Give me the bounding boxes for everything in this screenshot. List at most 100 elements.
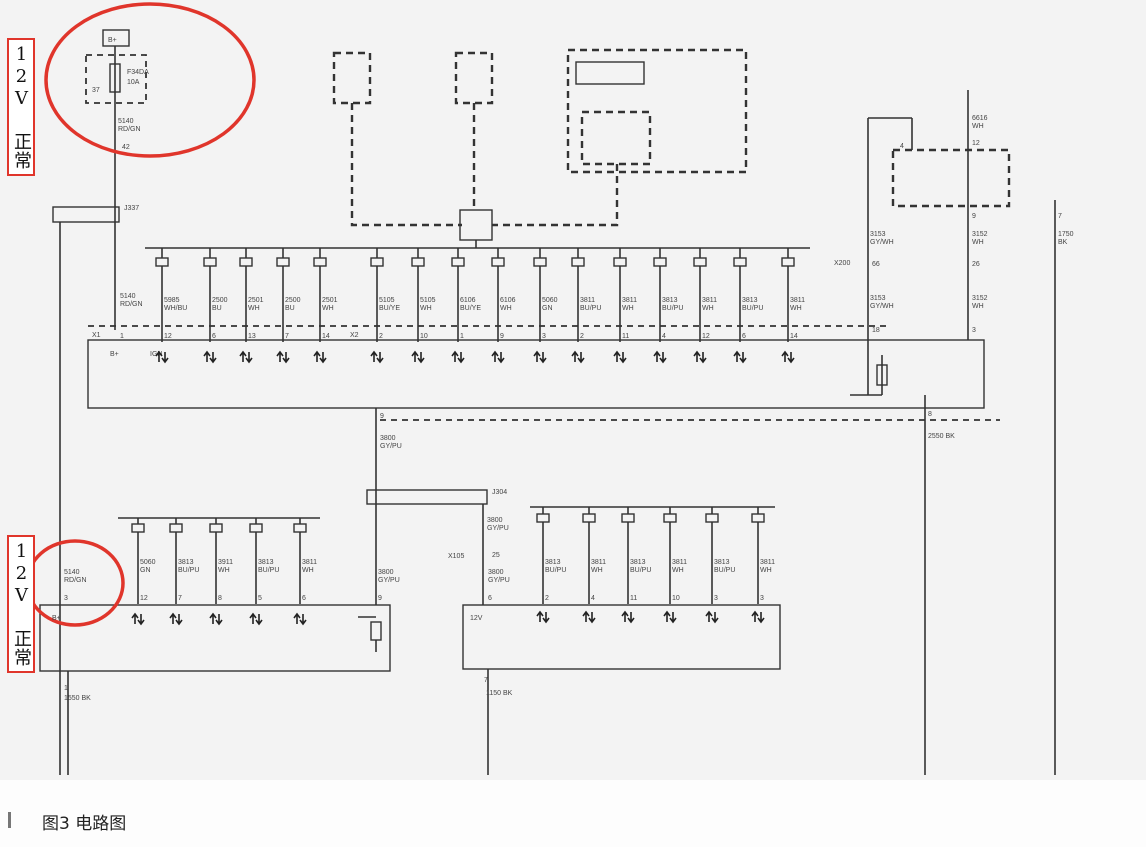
main-wire-pin-4: 7 (285, 333, 289, 340)
main-arrow-icon-1 (155, 350, 169, 364)
main-wire-num-8: 6106 (460, 297, 476, 304)
left-ground-pin: 1 (64, 685, 68, 692)
main-wire-color-1: WH/BU (164, 305, 187, 312)
main-connector-9 (491, 257, 505, 267)
main-arrow-icon-8 (451, 350, 465, 364)
right-wire-pin-4: 10 (672, 595, 680, 602)
main-bottom-pin: 9 (380, 413, 384, 420)
fuse-rating: 10A (127, 79, 140, 86)
tr-pin-a: 4 (900, 143, 904, 150)
right-wire-color-5: BU/PU (714, 567, 735, 574)
top-unit-2 (454, 51, 494, 105)
main-wire-num-15: 3813 (742, 297, 758, 304)
main-wire-num-0: 5140 (120, 293, 136, 300)
right-wire-pin-1: 2 (545, 595, 549, 602)
right-top-wire-num: 3800 (487, 517, 503, 524)
left-wire-color-0: RD/GN (64, 577, 87, 584)
tr-wire-3-color: GY/WH (870, 239, 894, 246)
main-connector-2 (203, 257, 217, 267)
main-wire-num-13: 3813 (662, 297, 678, 304)
schematic-drawing: B+ F34DA 10A 37 5140 RD/GN 42 J337 X200 … (25, 2, 1074, 775)
main-wire-num-4: 2500 (285, 297, 301, 304)
main-wire-color-6: BU/YE (379, 305, 400, 312)
left-arrow-icon-3 (209, 612, 223, 626)
right-wire-color-4: WH (672, 567, 684, 574)
right-wire-pin-0: 6 (488, 595, 492, 602)
left-wire-pin-0: 3 (64, 595, 68, 602)
splice-label: J337 (124, 205, 139, 212)
tr-wire-3-num: 3153 (870, 231, 886, 238)
tr-pin-d: 7 (1058, 213, 1062, 220)
caption-text: 图3 电路图 (42, 814, 127, 834)
main-arrow-icon-9 (491, 350, 505, 364)
right-module-box (462, 604, 781, 670)
main-connector-16 (781, 257, 795, 267)
main-wire-color-10: GN (542, 305, 553, 312)
top-unit-3-display (575, 61, 645, 85)
main-module-wires: 5140RD/GN15985WH/BU122500BU62501WH132500… (120, 248, 805, 364)
right-connector-5 (705, 513, 719, 523)
main-bottom-wire-num: 3800 (380, 435, 396, 442)
j304-label: J304 (492, 489, 507, 496)
main-wire-pin-9: 9 (500, 333, 504, 340)
left-module-wires: 5140RD/GN35060GN123813BU/PU73911WH83813B… (64, 518, 400, 626)
tr-wire-1-color: WH (972, 123, 984, 130)
left-wire-color-6: GY/PU (378, 577, 400, 584)
main-wire-num-14: 3811 (702, 297, 717, 304)
left-arrow-icon-1 (131, 612, 145, 626)
right-arrow-icon-2 (582, 610, 596, 624)
circuit-schematic-scan: B+ F34DA 10A 37 5140 RD/GN 42 J337 X200 … (25, 2, 1074, 775)
main-connector-10 (533, 257, 547, 267)
tr-wire-4-num: 3153 (870, 295, 886, 302)
left-connector-4 (249, 523, 263, 533)
main-connector-15 (733, 257, 747, 267)
top-unit-1 (332, 51, 372, 105)
main-arrow-icon-3 (239, 350, 253, 364)
left-wire-pin-1: 12 (140, 595, 148, 602)
main-wire-num-3: 2501 (248, 297, 264, 304)
main-wire-pin-7: 10 (420, 333, 428, 340)
main-b-plus: B+ (110, 351, 119, 358)
main-wire-pin-0: 1 (120, 333, 124, 340)
main-wire-pin-15: 6 (742, 333, 746, 340)
main-connector-3 (239, 257, 253, 267)
left-wire-color-2: BU/PU (178, 567, 199, 574)
right-wire-color-2: WH (591, 567, 603, 574)
main-wire-color-15: BU/PU (742, 305, 763, 312)
main-wire-num-6: 5105 (379, 297, 395, 304)
top-unit-4 (580, 110, 652, 166)
main-wire-num-12: 3811 (622, 297, 637, 304)
resistor-icon (876, 364, 888, 386)
tr-wire-2-num: 3152 (972, 231, 988, 238)
main-wire-pin-2: 6 (212, 333, 216, 340)
main-connector-13 (653, 257, 667, 267)
fuse-name: F34DA (127, 69, 149, 76)
tr-pin-i: 8 (928, 411, 932, 418)
main-module-box (87, 339, 985, 409)
x200-label: X200 (834, 260, 850, 267)
ground-label-mid: 1150 BK (486, 690, 513, 697)
right-wire-color-3: BU/PU (630, 567, 651, 574)
right-wire-color-0: GY/PU (488, 577, 510, 584)
main-wire-pin-3: 13 (248, 333, 256, 340)
tr-wire-5-num: 3152 (972, 295, 988, 302)
right-ground-pin: 7 (484, 677, 488, 684)
right-arrow-icon-4 (663, 610, 677, 624)
left-wire-pin-6: 9 (378, 595, 382, 602)
right-connector-3 (621, 513, 635, 523)
right-wire-num-4: 3811 (672, 559, 687, 566)
right-wire-num-1: 3813 (545, 559, 561, 566)
left-wire-num-0: 5140 (64, 569, 80, 576)
tr-wire-2-color: WH (972, 239, 984, 246)
main-connector-1 (155, 257, 169, 267)
main-wire-pin-11: 2 (580, 333, 584, 340)
main-wire-color-5: WH (322, 305, 334, 312)
right-wire-num-5: 3813 (714, 559, 730, 566)
top-wire-pin: 42 (122, 144, 130, 151)
right-wire-num-6: 3811 (760, 559, 775, 566)
top-unit-3 (566, 48, 748, 174)
main-connector-14 (693, 257, 707, 267)
right-wire-pin-3: 11 (630, 595, 637, 602)
left-wire-num-4: 3813 (258, 559, 274, 566)
main-wire-color-7: WH (420, 305, 432, 312)
